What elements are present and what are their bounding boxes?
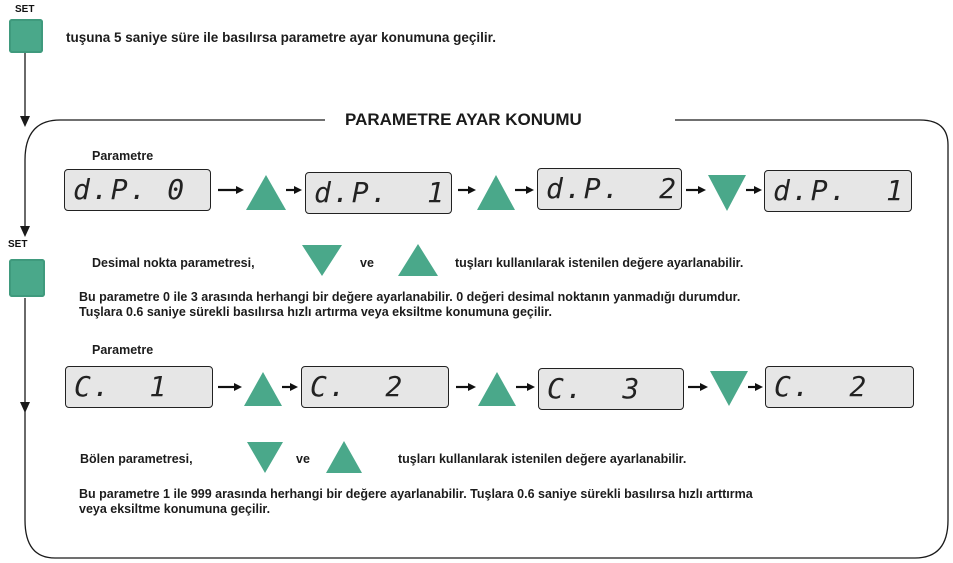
lcd-display-2d: C. 2 bbox=[765, 366, 914, 408]
down-arrow-key-icon-2 bbox=[247, 442, 283, 473]
keys-line-mid-1: ve bbox=[360, 256, 374, 270]
set-button-top[interactable] bbox=[9, 19, 43, 53]
lcd-display-1b: d.P. 1 bbox=[305, 172, 452, 214]
up-arrow-key-icon-1 bbox=[398, 244, 438, 276]
up-arrow-button-2b[interactable] bbox=[478, 372, 516, 406]
panel-frame bbox=[24, 119, 949, 559]
note-1-line-1: Bu parametre 0 ile 3 arasında herhangi b… bbox=[79, 290, 741, 304]
flow-arrow-mid bbox=[20, 226, 30, 237]
set-label-panel: SET bbox=[8, 239, 28, 250]
up-arrow-button-2a[interactable] bbox=[244, 372, 282, 406]
down-arrow-button-1c[interactable] bbox=[708, 175, 746, 211]
up-arrow-key-icon-2 bbox=[326, 441, 362, 473]
note-2-line-1: Bu parametre 1 ile 999 arasında herhangi… bbox=[79, 487, 753, 501]
lcd-display-2c: C. 3 bbox=[538, 368, 684, 410]
panel-frame-top-left bbox=[24, 119, 325, 161]
keys-line-right-2: tuşları kullanılarak istenilen değere ay… bbox=[398, 452, 687, 466]
set-button-panel[interactable] bbox=[9, 259, 45, 297]
note-1-line-2: Tuşlara 0.6 saniye sürekli basılırsa hız… bbox=[79, 305, 552, 319]
keys-line-right-1: tuşları kullanılarak istenilen değere ay… bbox=[455, 256, 744, 270]
lcd-display-2a: C. 1 bbox=[65, 366, 213, 408]
up-arrow-button-1a[interactable] bbox=[246, 175, 286, 210]
panel-title: PARAMETRE AYAR KONUMU bbox=[337, 110, 590, 130]
note-2-line-2: veya eksiltme konumuna geçilir. bbox=[79, 502, 271, 516]
param-label-2: Parametre bbox=[92, 343, 154, 357]
lcd-display-1a: d.P. 0 bbox=[64, 169, 211, 211]
param-label-1: Parametre bbox=[92, 149, 154, 163]
keys-line-left-2: Bölen parametresi, bbox=[80, 452, 193, 466]
up-arrow-button-1b[interactable] bbox=[477, 175, 515, 210]
flow-arrow-bottom bbox=[20, 402, 30, 413]
set-label-top: SET bbox=[15, 4, 35, 15]
flow-arrow-top bbox=[20, 116, 30, 127]
keys-line-mid-2: ve bbox=[296, 452, 310, 466]
keys-line-left-1: Desimal nokta parametresi, bbox=[92, 256, 255, 270]
lcd-display-2b: C. 2 bbox=[301, 366, 449, 408]
down-arrow-button-2c[interactable] bbox=[710, 371, 748, 406]
lcd-display-1c: d.P. 2 bbox=[537, 168, 682, 210]
header-instruction: tuşuna 5 saniye süre ile basılırsa param… bbox=[66, 30, 496, 45]
lcd-display-1d: d.P. 1 bbox=[764, 170, 912, 212]
down-arrow-key-icon-1 bbox=[302, 245, 342, 276]
